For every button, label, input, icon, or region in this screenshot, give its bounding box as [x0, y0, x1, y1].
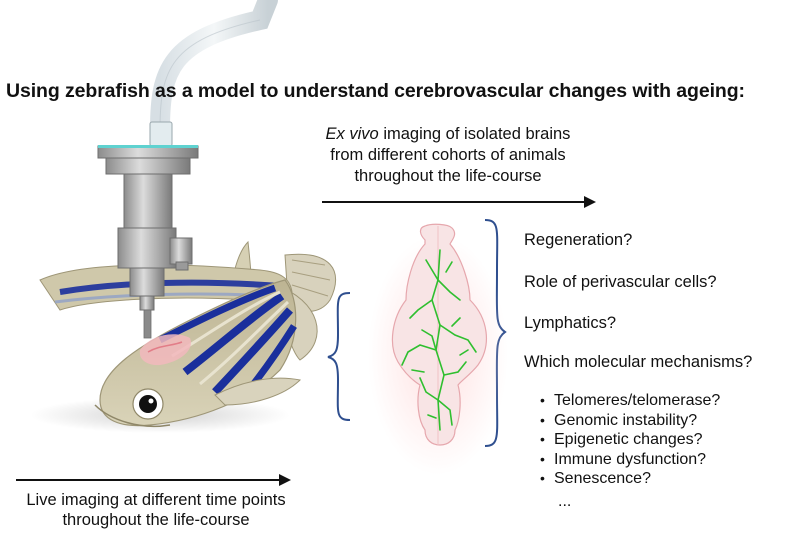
ex-vivo-line1: Ex vivo imaging of isolated brains	[318, 124, 578, 145]
mechanism-genomic: Genomic instability?	[554, 411, 698, 429]
isolated-brain-icon	[368, 223, 508, 475]
live-imaging-line1: Live imaging at different time points	[26, 491, 286, 509]
bullet: •	[540, 470, 545, 486]
mechanisms-list: • Telomeres/telomerase? • Genomic instabil…	[540, 391, 720, 489]
ellipsis: ...	[558, 493, 572, 510]
ex-vivo-line3: throughout the life-course	[354, 167, 542, 185]
bullet: •	[540, 392, 545, 408]
zebrafish-icon	[39, 240, 337, 428]
left-brace	[327, 292, 351, 421]
question-perivascular: Role of perivascular cells?	[524, 273, 717, 291]
live-imaging-arrow	[16, 474, 291, 486]
perfusion-tube	[150, 0, 278, 140]
ex-vivo-italic: Ex vivo	[325, 125, 379, 143]
page-title: Using zebrafish as a model to understand…	[6, 80, 745, 102]
question-regeneration: Regeneration?	[524, 231, 633, 249]
live-imaging-line2: throughout the life-course	[62, 511, 250, 529]
ex-vivo-line1-rest: imaging of isolated brains	[378, 125, 571, 143]
list-item: • Telomeres/telomerase?	[540, 391, 720, 411]
list-item: • Epigenetic changes?	[540, 430, 720, 450]
list-item: • Immune dysfunction?	[540, 450, 720, 470]
question-lymphatics: Lymphatics?	[524, 314, 617, 332]
mechanism-telomeres: Telomeres/telomerase?	[554, 392, 721, 409]
list-item: • Genomic instability?	[540, 411, 720, 431]
ex-vivo-caption: Ex vivo imaging of isolated brains from …	[318, 124, 578, 187]
ex-vivo-arrow	[322, 196, 596, 208]
microscope-objective-icon	[97, 121, 199, 339]
question-mechanisms: Which molecular mechanisms?	[524, 353, 753, 371]
bullet: •	[540, 411, 545, 428]
live-imaging-caption: Live imaging at different time points th…	[6, 490, 306, 530]
mechanism-senescence: Senescence?	[554, 470, 651, 487]
ex-vivo-line2: from different cohorts of animals	[330, 146, 566, 164]
list-item: • Senescence?	[540, 469, 720, 489]
bullet: •	[540, 450, 545, 467]
bullet: •	[540, 431, 545, 447]
mechanism-epigenetic: Epigenetic changes?	[554, 431, 703, 448]
mechanism-immune: Immune dysfunction?	[554, 450, 707, 468]
